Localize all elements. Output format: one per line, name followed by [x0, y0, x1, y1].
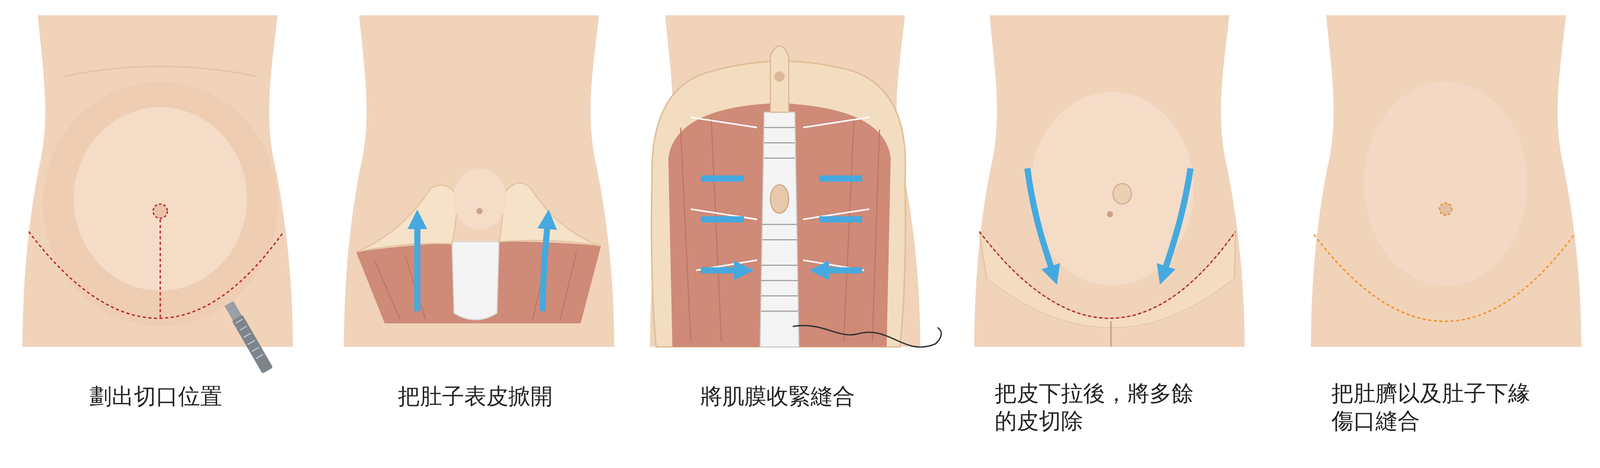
step-caption: 把皮下拉後，將多餘 的皮切除	[994, 379, 1216, 435]
step-caption: 將肌膜收緊縫合	[700, 382, 855, 411]
step-caption: 劃出切口位置	[89, 382, 223, 411]
step-4-figure	[974, 15, 1245, 347]
step-2-figure	[343, 15, 615, 347]
step-caption: 把肚子表皮掀開	[397, 382, 553, 411]
step-caption: 把肚臍以及肚子下緣 傷口縫合	[1331, 379, 1553, 435]
step-5-figure	[1310, 15, 1582, 347]
step-1-figure	[22, 15, 293, 374]
step-3-figure	[649, 15, 942, 348]
